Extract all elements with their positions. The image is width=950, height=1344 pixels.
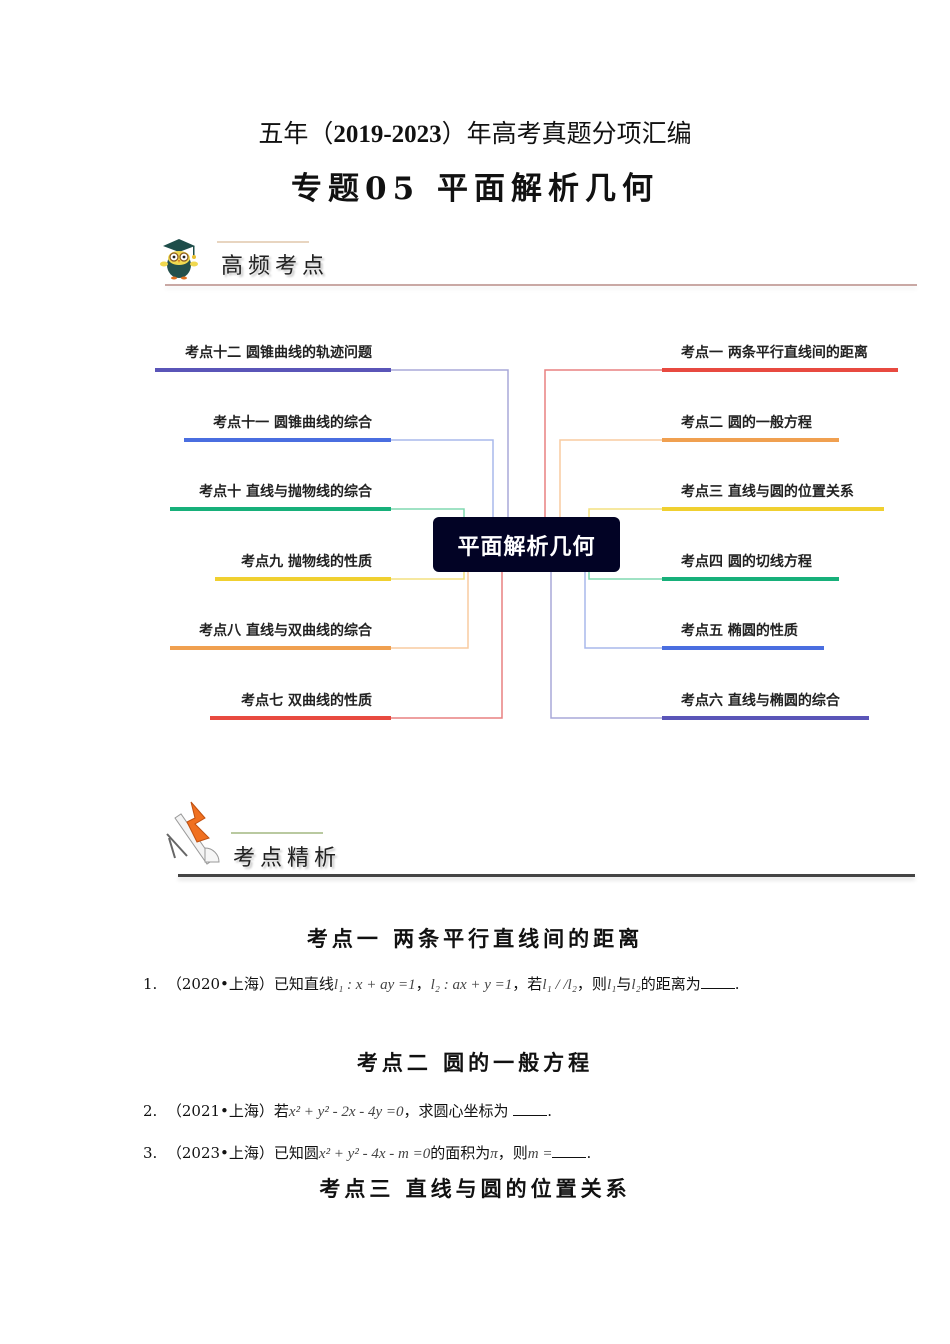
question-number: 3.: [143, 1144, 158, 1162]
section-label: 高频考点: [221, 254, 330, 279]
header-divider: [178, 874, 915, 877]
mindmap-node-7: 考点七 双曲线的性质: [241, 693, 372, 709]
mindmap-node-9: 考点九 抛物线的性质: [241, 554, 372, 570]
math-expression: x² + y² - 4x - m =0: [318, 1146, 431, 1162]
topic-heading-3: 考点三 直线与圆的位置关系: [319, 1176, 631, 1201]
title-years: 2019-2023: [333, 121, 442, 148]
math-expression: l₁ / /l₂: [542, 977, 577, 993]
question-text: ，则: [576, 975, 607, 993]
question-text: 的距离为: [640, 975, 701, 993]
mindmap-node-5: 考点五 椭圆的性质: [681, 623, 798, 639]
math-expression: l₁ : x + ay =1: [333, 977, 416, 993]
section-header-analysis: 考点精析: [155, 798, 917, 888]
math-expression: l₂: [631, 977, 641, 993]
owl-graduate-icon: [160, 239, 198, 280]
topic-heading-1: 考点一 两条平行直线间的距离: [306, 926, 644, 951]
question-text: ，若: [512, 975, 543, 993]
question-text: 与: [616, 975, 632, 993]
math-expression: l₁: [606, 977, 617, 993]
question-number: 2.: [143, 1102, 158, 1120]
question-text: .: [547, 1102, 553, 1120]
question-source: （2020•上海）: [166, 975, 274, 993]
mindmap-node-12: 考点十二 圆锥曲线的轨迹问题: [185, 345, 372, 361]
question-2: 2. （2021•上海）若x² + y² - 2x - 4y =0，求圆心坐标为…: [143, 1100, 552, 1121]
topic-heading-2: 考点二 圆的一般方程: [356, 1050, 594, 1075]
mindmap-node-8: 考点八 直线与双曲线的综合: [199, 623, 372, 639]
mindmap-node-1: 考点一 两条平行直线间的距离: [681, 345, 868, 361]
question-text: .: [734, 975, 740, 993]
mindmap-node-11: 考点十一 圆锥曲线的综合: [213, 415, 372, 431]
question-source: （2023•上海）: [166, 1144, 274, 1162]
header-divider: [165, 284, 917, 286]
document-title: 五年（2019-2023）年高考真题分项汇编: [0, 114, 950, 150]
title-prefix: 五年（: [258, 119, 334, 148]
question-text: ，求圆心坐标为: [403, 1102, 514, 1120]
question-text: ，: [415, 975, 431, 993]
section-label: 考点精析: [233, 846, 342, 871]
mindmap-node-4: 考点四 圆的切线方程: [681, 554, 812, 570]
header-accent-line: [231, 832, 323, 834]
title-suffix: ）年高考真题分项汇编: [441, 119, 692, 148]
question-text: 的面积为: [430, 1144, 491, 1162]
math-expression: m =: [527, 1146, 553, 1162]
topic-mindmap: 考点十二 圆锥曲线的轨迹问题 考点十一 圆锥曲线的综合 考点十 直线与抛物线的综…: [0, 330, 950, 740]
mindmap-connectors: [155, 368, 898, 720]
mindmap-node-6: 考点六 直线与椭圆的综合: [681, 693, 840, 709]
question-number: 1.: [143, 975, 158, 993]
header-accent-line: [217, 241, 309, 243]
drafting-tools-icon: [166, 801, 220, 865]
question-source: （2021•上海）: [166, 1102, 274, 1120]
question-text: 已知直线: [273, 975, 334, 993]
mindmap-node-3: 考点三 直线与圆的位置关系: [681, 484, 854, 500]
math-expression: x² + y² - 2x - 4y =0: [288, 1104, 404, 1120]
mindmap-node-2: 考点二 圆的一般方程: [681, 415, 812, 431]
question-text: .: [586, 1144, 592, 1162]
question-3: 3. （2023•上海）已知圆x² + y² - 4x - m =0的面积为π，…: [143, 1142, 591, 1163]
math-expression: π: [490, 1146, 498, 1162]
mindmap-center-node: 平面解析几何: [433, 517, 620, 572]
mindmap-node-10: 考点十 直线与抛物线的综合: [199, 484, 372, 500]
question-1: 1. （2020•上海）已知直线l₁ : x + ay =1，l₂ : ax +…: [143, 973, 740, 994]
answer-blank[interactable]: [700, 974, 735, 989]
question-text: 若: [273, 1102, 289, 1120]
answer-blank[interactable]: [513, 1101, 548, 1116]
section-header-high-frequency: 高频考点: [155, 234, 917, 294]
question-text: 已知圆: [273, 1144, 319, 1162]
answer-blank[interactable]: [552, 1143, 587, 1158]
question-text: ，则: [497, 1144, 528, 1162]
document-subtitle: 专题05 平面解析几何: [291, 171, 659, 207]
math-expression: l₂ : ax + y =1: [430, 977, 513, 993]
